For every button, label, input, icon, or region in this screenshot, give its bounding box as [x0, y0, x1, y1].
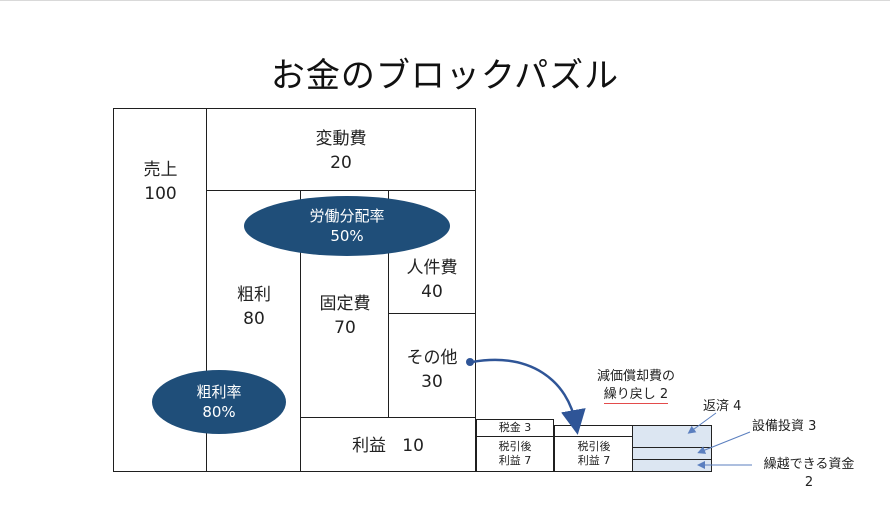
after-tax-profit-block-2	[554, 436, 634, 472]
depreciation-note-line1: 減価償却費の	[596, 369, 675, 384]
other-value: 30	[421, 372, 443, 392]
labor-cost-label: 人件費 40	[388, 256, 476, 304]
gross-profit-name: 粗利	[237, 285, 271, 305]
page-title: お金のブロックパズル	[270, 56, 620, 96]
profit-label: 利益 10	[300, 434, 476, 458]
labor-share-value: 50%	[330, 227, 364, 245]
labor-share-ellipse: 労働分配率 50%	[244, 196, 450, 256]
repayment-pointer-arrow	[687, 412, 717, 434]
after-tax-profit-1-line1: 税引後	[498, 440, 532, 453]
after-tax-profit-2-line1: 税引後	[577, 440, 611, 453]
variable-cost-block	[206, 108, 476, 192]
gross-margin-name: 粗利率	[196, 383, 242, 401]
after-tax-profit-label-1: 税引後 利益 7	[476, 440, 554, 468]
labor-cost-value: 40	[421, 282, 443, 302]
other-label: その他 30	[388, 346, 476, 394]
after-tax-profit-2-line2: 利益 7	[577, 454, 611, 467]
repayment-block	[632, 425, 712, 449]
capex-pointer-arrow	[697, 431, 751, 454]
variable-cost-label: 変動費 20	[206, 127, 476, 175]
variable-cost-name: 変動費	[315, 129, 367, 149]
carryover-note-line2: 2	[804, 475, 814, 490]
variable-cost-value: 20	[330, 153, 352, 173]
gross-profit-label: 粗利 80	[206, 283, 302, 331]
after-tax-profit-block-1	[476, 436, 554, 472]
tax-label: 税金 3	[498, 421, 532, 434]
fixed-cost-value: 70	[334, 318, 356, 338]
capex-note: 設備投資 3	[752, 419, 817, 434]
other-block	[388, 313, 476, 419]
sales-name: 売上	[143, 160, 178, 180]
depreciation-flow-arrow	[466, 358, 586, 435]
labor-share-name: 労働分配率	[309, 207, 385, 225]
profit-value: 10	[402, 436, 424, 456]
after-tax-profit-1-line2: 利益 7	[498, 454, 532, 467]
repayment-note: 返済 4	[703, 399, 742, 414]
fixed-cost-name: 固定費	[319, 294, 371, 314]
sales-value: 100	[144, 184, 177, 204]
after-tax-profit-label-2: 税引後 利益 7	[554, 440, 634, 468]
top-rule	[0, 0, 890, 1]
profit-name: 利益	[352, 436, 387, 456]
labor-cost-name: 人件費	[406, 258, 458, 278]
gross-margin-ellipse: 粗利率 80%	[152, 370, 286, 434]
carryover-note: 繰越できる資金 2	[754, 456, 864, 492]
depreciation-note-line2: 繰り戻し 2	[603, 387, 669, 404]
other-name: その他	[406, 348, 458, 368]
carryover-note-line1: 繰越できる資金	[763, 457, 855, 472]
gross-profit-value: 80	[243, 309, 265, 329]
sales-label: 売上 100	[113, 158, 208, 206]
depreciation-note: 減価償却費の 繰り戻し 2	[576, 368, 696, 404]
profit-block	[300, 417, 476, 472]
gross-margin-value: 80%	[202, 403, 236, 421]
fixed-cost-label: 固定費 70	[300, 292, 390, 340]
